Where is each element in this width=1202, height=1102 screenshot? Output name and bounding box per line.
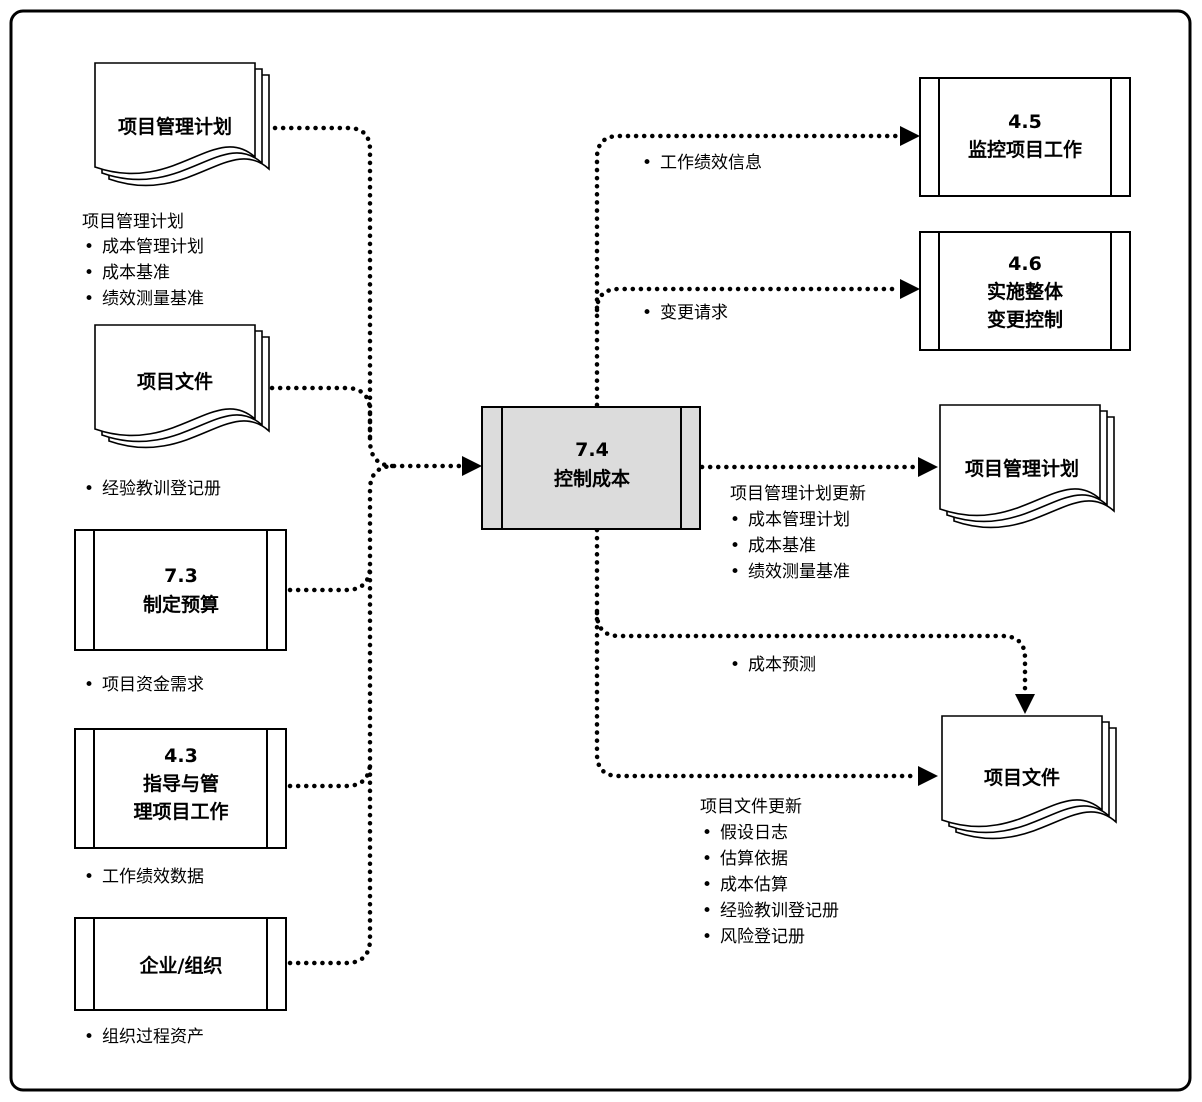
- list-item: 工作绩效数据: [102, 867, 204, 887]
- list-item: 估算依据: [720, 849, 788, 869]
- input-project-documents: 项目文件: [94, 324, 270, 449]
- bullet-glyph: •: [84, 237, 94, 257]
- bullet-glyph: •: [84, 675, 94, 695]
- list-item: 组织过程资产: [102, 1027, 204, 1047]
- input-docs-items: • 经验教训登记册: [84, 479, 221, 499]
- arrowhead-monitor: [900, 126, 920, 146]
- link-enterprise-to-trunk: [287, 463, 397, 966]
- enterprise-title: 企业/组织: [139, 954, 223, 977]
- input-docs-title: 项目文件: [137, 370, 213, 393]
- flow-label: 变更请求: [660, 303, 728, 323]
- list-item: 绩效测量基准: [748, 562, 850, 582]
- arrowhead-center: [462, 456, 482, 476]
- bullet-glyph: •: [702, 849, 712, 869]
- direct-title-line1: 指导与管: [143, 772, 219, 795]
- flow-label: 成本预测: [748, 655, 816, 675]
- link-docs-to-trunk: [269, 385, 373, 443]
- flow-label-work-performance-info: • 工作绩效信息: [642, 153, 762, 173]
- output-docs-title: 项目文件: [984, 766, 1060, 789]
- list-item: 成本管理计划: [102, 237, 204, 257]
- bullet-glyph: •: [730, 562, 740, 582]
- direct-title-line2: 理项目工作: [133, 800, 228, 823]
- output-plan-title: 项目管理计划: [965, 457, 1079, 480]
- bullet-glyph: •: [702, 823, 712, 843]
- output-docs-caption-heading: 项目文件更新: [700, 797, 802, 817]
- list-item: 成本基准: [748, 536, 816, 556]
- link-plan-to-trunk: [272, 125, 397, 469]
- monitor-title: 监控项目工作: [968, 138, 1082, 161]
- list-item: 成本管理计划: [748, 510, 850, 530]
- list-item: 假设日志: [720, 823, 788, 843]
- output-docs-items: • 假设日志 • 估算依据 • 成本估算 • 经验教训登记册 • 风险登记册: [702, 823, 839, 947]
- arrowhead-forecast: [1015, 694, 1035, 714]
- input-plan-caption-heading: 项目管理计划: [82, 212, 184, 232]
- input-direct-manage-work: 4.3 指导与管 理项目工作: [74, 728, 287, 849]
- bullet-glyph: •: [730, 536, 740, 556]
- budget-title: 制定预算: [143, 593, 219, 616]
- list-item: 经验教训登记册: [720, 901, 839, 921]
- center-number: 7.4: [575, 439, 609, 461]
- output-plan-items: • 成本管理计划 • 成本基准 • 绩效测量基准: [730, 510, 850, 582]
- monitor-number: 4.5: [1008, 111, 1042, 133]
- input-budget-items: • 项目资金需求: [84, 675, 204, 695]
- bullet-glyph: •: [702, 927, 712, 947]
- input-enterprise-items: • 组织过程资产: [84, 1027, 204, 1047]
- list-item: 项目资金需求: [102, 675, 204, 695]
- center-title: 控制成本: [554, 467, 630, 490]
- output-monitor-control-work: 4.5 监控项目工作: [919, 77, 1131, 197]
- budget-number: 7.3: [164, 565, 198, 587]
- list-item: 成本估算: [720, 875, 788, 895]
- output-integrated-change-control: 4.6 实施整体 变更控制: [919, 231, 1131, 351]
- diagram-frame: [9, 9, 1192, 1092]
- change-title-line1: 实施整体: [987, 280, 1064, 303]
- bullet-glyph: •: [84, 263, 94, 283]
- link-center-to-monitor: [594, 133, 903, 408]
- arrowhead-doc-updates: [918, 766, 938, 786]
- list-item: 风险登记册: [720, 927, 805, 947]
- list-item: 绩效测量基准: [102, 289, 204, 309]
- output-project-management-plan: 项目管理计划: [939, 404, 1115, 529]
- input-enterprise-organization: 企业/组织: [74, 917, 287, 1011]
- input-determine-budget: 7.3 制定预算: [74, 529, 287, 651]
- change-title-line2: 变更控制: [987, 308, 1063, 331]
- link-forecast: [594, 610, 1028, 697]
- bullet-glyph: •: [642, 303, 652, 323]
- bullet-glyph: •: [730, 655, 740, 675]
- link-center-down: [594, 527, 921, 779]
- input-plan-items: • 成本管理计划 • 成本基准 • 绩效测量基准: [84, 237, 204, 309]
- input-plan-title: 项目管理计划: [118, 115, 232, 138]
- input-project-management-plan: 项目管理计划: [94, 62, 270, 187]
- process-control-costs: 7.4 控制成本: [481, 406, 701, 530]
- bullet-glyph: •: [642, 153, 652, 173]
- arrowhead-change: [900, 279, 920, 299]
- change-number: 4.6: [1008, 253, 1042, 275]
- list-item: 经验教训登记册: [102, 479, 221, 499]
- direct-number: 4.3: [164, 745, 198, 767]
- list-item: 成本基准: [102, 263, 170, 283]
- bullet-glyph: •: [84, 1027, 94, 1047]
- bullet-glyph: •: [84, 289, 94, 309]
- input-direct-items: • 工作绩效数据: [84, 867, 204, 887]
- bullet-glyph: •: [702, 901, 712, 921]
- bullet-glyph: •: [702, 875, 712, 895]
- output-project-documents: 项目文件: [941, 715, 1117, 840]
- arrowhead-plan-updates: [918, 457, 938, 477]
- bullet-glyph: •: [84, 867, 94, 887]
- flow-label: 工作绩效信息: [660, 153, 762, 173]
- bullet-glyph: •: [730, 510, 740, 530]
- output-plan-caption-heading: 项目管理计划更新: [730, 484, 866, 504]
- flow-label-change-requests: • 变更请求: [642, 303, 728, 323]
- flow-label-cost-forecasts: • 成本预测: [730, 655, 816, 675]
- bullet-glyph: •: [84, 479, 94, 499]
- connectors: [269, 125, 1035, 966]
